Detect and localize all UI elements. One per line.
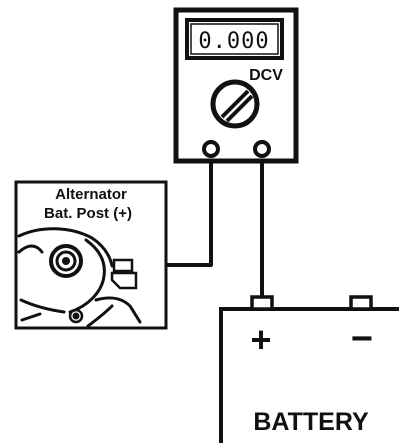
battery-positive-symbol: + xyxy=(250,319,271,360)
alternator-label-line1: Alternator xyxy=(55,186,127,203)
battery-negative-terminal xyxy=(349,295,373,311)
alternator-clip-connector xyxy=(110,258,138,290)
alternator-frame xyxy=(14,180,168,330)
dcv-label: DCV xyxy=(249,67,283,84)
battery-negative-symbol: − xyxy=(351,318,373,360)
alternator-housing-illustration xyxy=(17,227,142,328)
battery: + − BATTERY xyxy=(219,295,399,443)
selector-dial[interactable] xyxy=(210,79,260,129)
probe-jack-right xyxy=(253,140,271,158)
battery-body xyxy=(219,307,399,443)
probe-jack-left xyxy=(202,140,220,158)
battery-positive-terminal xyxy=(250,295,274,311)
alternator-inset: Alternator Bat. Post (+) xyxy=(14,180,168,330)
multimeter-display: 0.000 xyxy=(185,18,284,60)
alternator-label-line2: Bat. Post (+) xyxy=(44,205,132,222)
battery-label: BATTERY xyxy=(253,408,369,436)
alternator-battery-post xyxy=(49,244,83,278)
meter-readout: 0.000 xyxy=(198,29,269,54)
multimeter: 0.000 DCV xyxy=(173,7,299,164)
